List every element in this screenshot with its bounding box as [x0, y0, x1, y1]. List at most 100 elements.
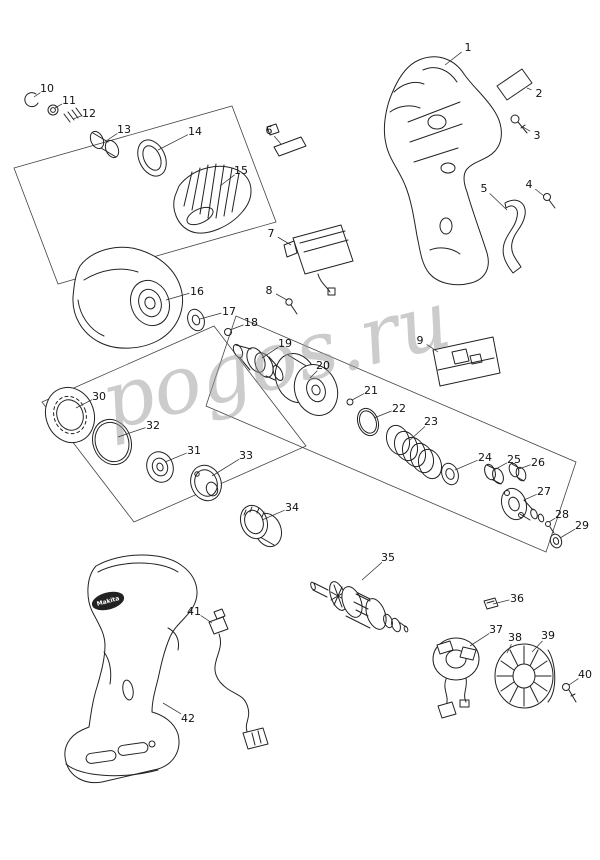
part-switch: [283, 224, 354, 296]
leader-line-40: [568, 678, 579, 686]
part-number-15: 15: [234, 164, 248, 177]
part-number-19: 19: [278, 337, 292, 350]
part-number-36: 36: [510, 592, 524, 605]
part-armature: [310, 581, 409, 633]
leader-line-7: [277, 236, 292, 246]
part-number-18: 18: [244, 316, 258, 329]
leader-line-4: [535, 188, 545, 197]
part-number-4: 4: [526, 178, 533, 191]
leader-line-11: [54, 103, 63, 109]
leader-line-3: [520, 125, 531, 132]
part-ring-gear: [239, 504, 283, 548]
part-small-spring: [63, 107, 83, 123]
leader-line-23: [409, 426, 426, 441]
part-number-35: 35: [381, 551, 395, 564]
part-screw-3: [510, 114, 528, 134]
part-internal-gear: [44, 386, 96, 444]
leader-line-5: [489, 193, 508, 211]
leader-line-17: [199, 312, 222, 320]
part-ring-22: [356, 407, 380, 437]
part-gear-plate: [190, 464, 222, 502]
leader-line-42: [162, 702, 182, 715]
part-pinion-25: [484, 463, 504, 485]
part-number-34: 34: [285, 501, 299, 514]
part-number-22: 22: [392, 402, 406, 415]
part-number-21: 21: [364, 384, 378, 397]
leader-line-39: [531, 640, 543, 653]
part-number-27: 27: [537, 485, 551, 498]
assembly-group-boxes: [13, 105, 577, 553]
part-number-8: 8: [266, 284, 273, 297]
part-compression-spring: [385, 424, 443, 480]
leader-line-38: [506, 643, 512, 654]
part-number-12: 12: [82, 107, 96, 120]
part-steel-ball-21: [346, 398, 354, 406]
part-number-3: 3: [534, 129, 541, 142]
part-screw-8: [285, 298, 298, 315]
part-name-plate: [496, 68, 533, 101]
part-brush-holder: [432, 637, 480, 719]
part-number-17: 17: [222, 305, 236, 318]
part-washer-29: [549, 533, 563, 549]
leader-line-37: [469, 633, 490, 647]
part-number-1: 1: [465, 41, 472, 54]
part-terminal-block: [432, 336, 501, 387]
part-belt-hook: [502, 199, 526, 274]
part-washer-24: [441, 462, 459, 486]
leader-line-24: [454, 459, 478, 471]
part-pin-28: [545, 521, 555, 534]
leader-line-15: [219, 174, 235, 187]
leader-line-20: [309, 370, 318, 379]
part-number-7: 7: [268, 227, 275, 240]
part-number-33: 33: [239, 449, 253, 462]
leader-line-35: [361, 562, 383, 581]
leader-line-41: [200, 615, 213, 624]
leader-line-8: [275, 293, 288, 301]
part-number-23: 23: [424, 415, 438, 428]
leader-line-36: [492, 599, 510, 605]
part-anvil: [232, 343, 284, 381]
part-number-20: 20: [316, 359, 330, 372]
part-hammer: [274, 353, 339, 416]
part-wire-harness: [208, 608, 269, 750]
part-hammer-case: [72, 246, 184, 349]
leader-line-16: [165, 292, 190, 301]
part-number-28: 28: [555, 508, 569, 521]
part-number-26: 26: [531, 456, 545, 469]
part-stator: [494, 643, 556, 709]
part-number-40: 40: [578, 668, 592, 681]
part-number-30: 30: [92, 390, 106, 403]
part-o-ring: [91, 418, 133, 466]
leader-line-13: [105, 133, 118, 142]
part-clip-36: [483, 597, 499, 610]
part-flat-washer: [47, 104, 59, 116]
part-number-10: 10: [40, 82, 54, 95]
part-c-ring: [24, 92, 39, 108]
part-number-11: 11: [62, 94, 76, 107]
part-bearing: [146, 451, 174, 483]
part-number-41: 41: [187, 605, 201, 618]
part-steel-ball-18: [224, 328, 232, 336]
makita-logo: Makita: [91, 591, 125, 611]
part-number-42: 42: [181, 712, 195, 725]
leader-line-30: [75, 399, 93, 409]
part-number-29: 29: [575, 519, 589, 532]
leader-line-29: [559, 528, 576, 539]
leader-line-10: [33, 92, 41, 98]
leader-line-33: [211, 458, 240, 477]
part-number-24: 24: [478, 451, 492, 464]
leader-line-19: [261, 347, 279, 359]
leader-line-22: [373, 410, 392, 419]
part-number-9: 9: [417, 334, 424, 347]
leader-line-32: [117, 427, 146, 438]
leader-lines: [33, 51, 579, 715]
part-motor-housing-half: [383, 56, 502, 286]
part-sleeve: [89, 130, 120, 159]
part-number-38: 38: [508, 631, 522, 644]
part-washer-17: [187, 308, 205, 332]
part-number-37: 37: [489, 623, 503, 636]
part-screw-40: [562, 683, 577, 703]
part-screw-4: [543, 193, 556, 209]
